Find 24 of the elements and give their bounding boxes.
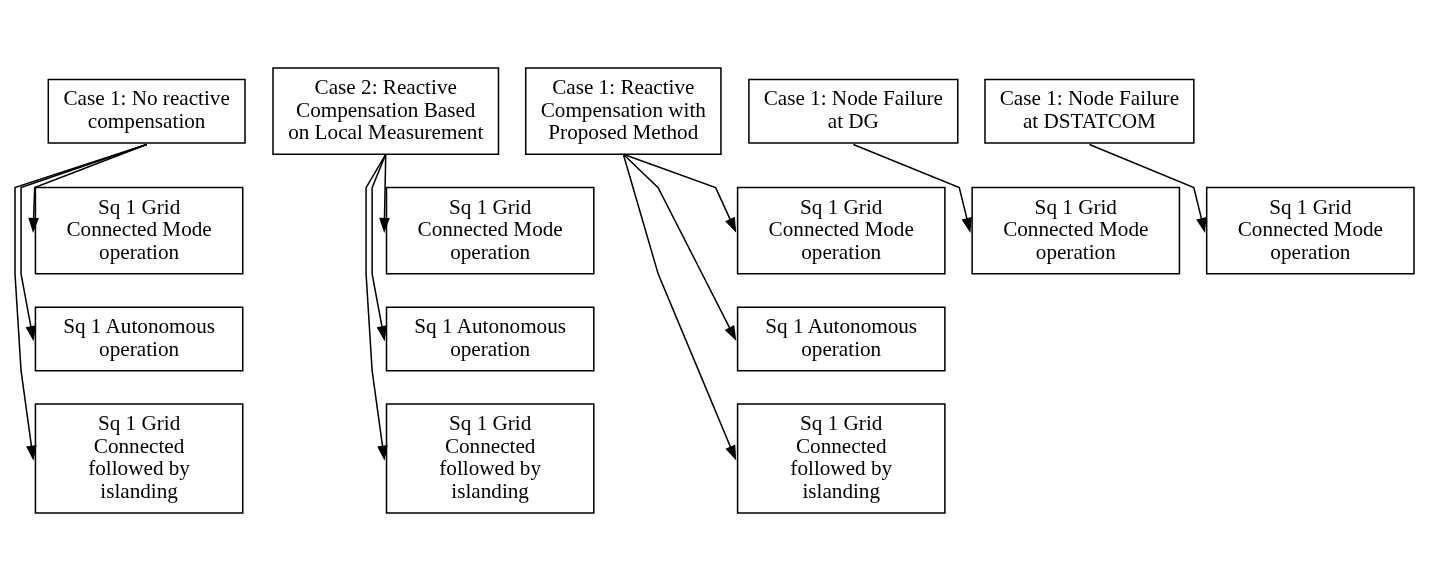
arrow [365,153,388,461]
node-box: Sq 1 Autonomous operation [736,306,946,372]
node-box: Case 2: Reactive Compensation Based on Local Measurement [272,67,500,156]
node-box: Sq 1 Grid Connected Mode operation [1205,186,1415,275]
node-box: Case 1: No reactive compensation [47,78,246,144]
node-box: Sq 1 Grid Connected Mode operation [736,186,946,275]
node-box: Sq 1 Autonomous operation [385,306,595,372]
node-box: Sq 1 Grid Connected Mode operation [34,186,244,275]
node-box: Sq 1 Grid Connected Mode operation [971,186,1181,275]
node-box: Sq 1 Autonomous operation [34,306,244,372]
arrow [622,153,737,233]
node-box: Sq 1 Grid Connected followed by islanding [385,403,595,514]
node-box: Case 1: Reactive Compensation with Proposed Method [524,67,722,156]
arrow [14,143,148,461]
arrow [371,153,388,342]
arrow [622,153,737,341]
arrow [622,153,737,461]
node-box: Case 1: Node Failure at DG [748,78,959,144]
arrow [852,143,972,233]
node-box: Sq 1 Grid Connected followed by islanding [34,403,244,514]
arrow [1088,143,1207,233]
node-box: Sq 1 Grid Connected followed by islanding [736,403,946,514]
node-box: Case 1: Node Failure at DSTATCOM [984,78,1195,144]
node-box: Sq 1 Grid Connected Mode operation [385,186,595,275]
